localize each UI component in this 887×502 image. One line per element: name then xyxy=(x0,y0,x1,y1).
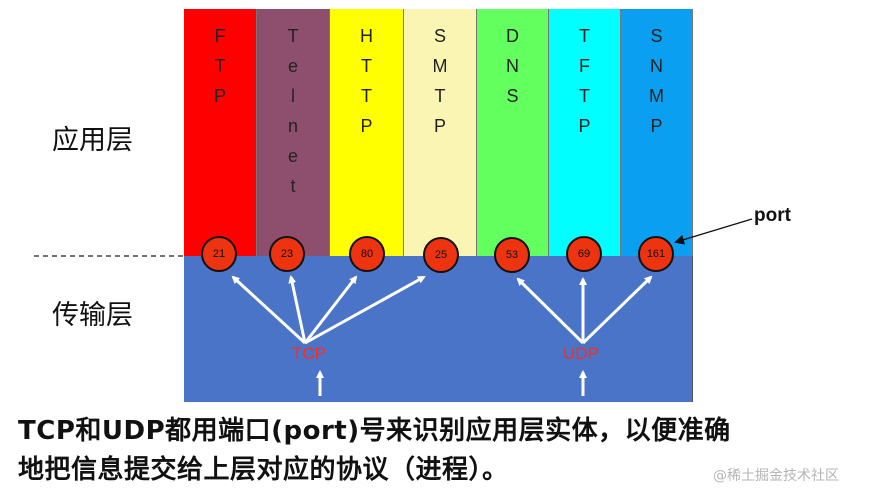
protocol-letter: e xyxy=(287,146,298,166)
protocol-letter: T xyxy=(579,86,590,106)
protocol-letter: M xyxy=(432,56,448,76)
protocol-letter: M xyxy=(649,86,664,106)
protocol-letter: N xyxy=(506,56,519,76)
protocol-letter: T xyxy=(434,86,446,106)
protocol-letter: T xyxy=(579,26,590,46)
white-arrow xyxy=(581,275,653,345)
protocol-letter: P xyxy=(578,116,591,136)
protocol-letter: t xyxy=(290,176,296,196)
white-arrow xyxy=(303,275,358,344)
protocol-letter: T xyxy=(214,56,226,76)
protocol-letter: N xyxy=(650,56,663,76)
tcp-label: TCP xyxy=(292,344,326,363)
port-number-circle: 53 xyxy=(494,237,530,273)
protocol-letter: T xyxy=(361,86,372,106)
protocol-letter: D xyxy=(506,26,519,46)
port-number-circle: 80 xyxy=(349,236,385,272)
white-arrow xyxy=(231,275,307,345)
port-number-circle: 161 xyxy=(638,236,674,272)
protocol-letter: l xyxy=(291,86,295,106)
caption-line-2: 地把信息提交给上层对应的协议（进程）。 xyxy=(18,455,509,485)
port-pointer-arrow xyxy=(674,218,753,245)
protocol-letter: T xyxy=(361,56,372,76)
transport-layer-label: 传输层 xyxy=(52,300,133,331)
white-arrow xyxy=(288,275,307,344)
white-arrow xyxy=(516,277,585,345)
protocol-letter: S xyxy=(506,86,519,106)
protocol-letter: P xyxy=(360,116,373,136)
port-label: port xyxy=(754,205,791,226)
port-arrows xyxy=(231,275,653,396)
caption-line-1: TCP和UDP都用端口(port)号来识别应用层实体，以便准确 xyxy=(18,416,731,446)
udp-label: UDP xyxy=(563,344,599,363)
protocol-letter: T xyxy=(287,26,299,46)
protocol-letter: H xyxy=(360,26,373,46)
port-number-circle: 23 xyxy=(269,236,305,272)
white-arrow xyxy=(304,275,426,345)
port-number-circle: 21 xyxy=(201,236,237,272)
protocol-letter: S xyxy=(650,26,663,46)
protocol-letter: F xyxy=(579,56,590,76)
protocol-letter: P xyxy=(213,86,226,106)
port-number-circle: 25 xyxy=(423,237,459,273)
port-number-circle: 69 xyxy=(566,236,602,272)
transport-layer-band xyxy=(184,256,693,402)
protocol-letter: P xyxy=(433,116,446,136)
protocol-letter: e xyxy=(287,56,298,76)
application-layer-label: 应用层 xyxy=(52,125,133,156)
protocol-letter: P xyxy=(650,116,663,136)
watermark: @稀土掘金技术社区 xyxy=(713,468,839,484)
protocol-letter: n xyxy=(287,116,298,136)
protocol-letter: F xyxy=(214,26,226,46)
protocol-letter: S xyxy=(433,26,446,46)
